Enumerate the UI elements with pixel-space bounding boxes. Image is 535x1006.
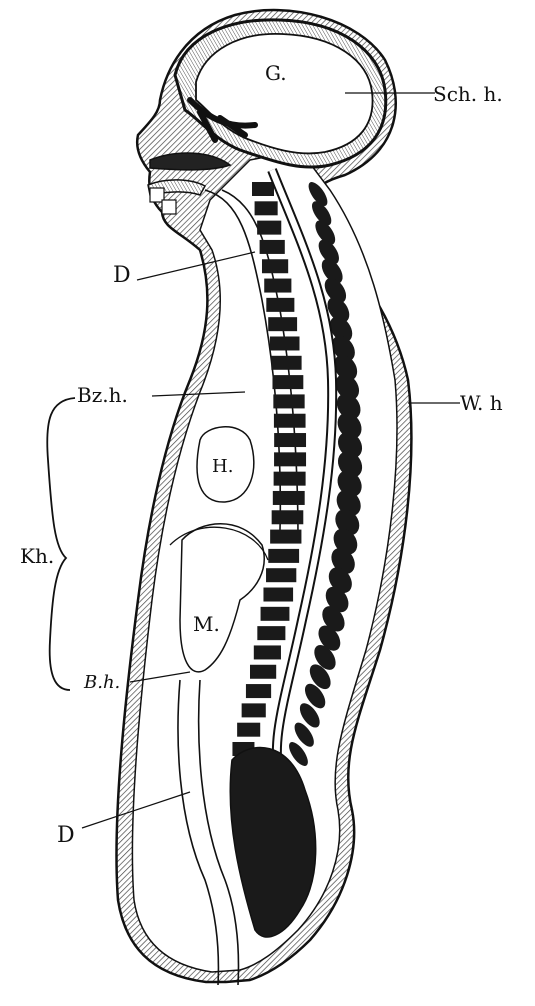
- spinous-process: [337, 412, 362, 439]
- vertebra-body: [252, 182, 274, 196]
- spinous-process: [312, 201, 332, 226]
- label-wh: W. h: [460, 391, 503, 415]
- vertebra-body: [237, 722, 261, 737]
- spinous-process: [322, 606, 345, 632]
- spinous-process: [328, 567, 352, 594]
- vertebra-body: [271, 510, 304, 525]
- vertebra-body: [264, 278, 292, 293]
- vertebra-body: [273, 471, 306, 486]
- leader-lines: [81, 92, 460, 829]
- spinous-process: [337, 451, 363, 478]
- vertebra-body: [259, 239, 285, 254]
- spinous-process: [309, 664, 331, 690]
- vertebra-body: [253, 645, 281, 660]
- label-d-upper: D: [113, 263, 131, 288]
- spinous-process: [324, 278, 347, 304]
- spinous-process: [294, 722, 314, 747]
- spinous-process: [329, 316, 353, 342]
- spinous-process: [337, 431, 363, 459]
- vertebra-body: [260, 606, 290, 621]
- label-schh: Sch. h.: [433, 82, 503, 106]
- vertebra-body: [249, 664, 277, 679]
- vertebra-body: [263, 587, 294, 602]
- vertebra-body: [241, 703, 266, 718]
- spinous-process: [308, 182, 328, 206]
- vertebra-body: [269, 336, 300, 351]
- vertebra-body: [273, 394, 305, 409]
- spinous-process: [289, 742, 308, 766]
- vertebra-body: [257, 626, 286, 641]
- stomach-outline: [179, 523, 265, 673]
- vertebra-body: [266, 568, 297, 583]
- spinous-process: [314, 644, 336, 670]
- vertebra-body: [272, 375, 304, 390]
- vertebra-body: [261, 259, 289, 274]
- spinous-process: [318, 625, 341, 651]
- spinous-process: [334, 354, 358, 381]
- label-bzh: Bz.h.: [77, 383, 128, 407]
- skull: [173, 18, 388, 169]
- spinous-process: [304, 683, 326, 709]
- spinous-process: [321, 258, 343, 284]
- vertebra-body: [272, 490, 305, 505]
- vertebra-body: [274, 433, 307, 448]
- spinous-process: [327, 297, 350, 323]
- vertebra-body: [245, 684, 272, 699]
- spinous-process: [315, 220, 336, 245]
- spinous-process: [299, 703, 320, 728]
- sacral-region: [229, 746, 317, 938]
- spinous-process: [336, 393, 361, 420]
- vertebra-body: [270, 529, 302, 544]
- spinous-process: [332, 335, 355, 362]
- vertebra-body: [266, 297, 295, 312]
- spinous-process: [318, 239, 339, 265]
- vertebra-body: [271, 355, 302, 370]
- spinous-process: [325, 586, 349, 613]
- heart-outline: [196, 426, 255, 503]
- label-g: G.: [265, 61, 287, 85]
- vertebra-body: [268, 548, 300, 563]
- vertebra-body: [257, 220, 282, 235]
- vertebra-body: [268, 317, 298, 332]
- label-d-lower: D: [57, 823, 75, 848]
- label-m: M.: [193, 612, 220, 636]
- spinous-process: [335, 374, 360, 401]
- vertebra-body: [274, 452, 307, 467]
- vertebral-column: [232, 182, 363, 766]
- label-kh: Kh.: [20, 544, 54, 568]
- kh-brace: [46, 397, 76, 691]
- vertebra-body: [254, 201, 278, 216]
- mouth-region: [147, 152, 232, 215]
- label-bh: B.h.: [83, 672, 120, 693]
- label-h: H.: [212, 456, 233, 477]
- vertebra-body: [273, 413, 306, 428]
